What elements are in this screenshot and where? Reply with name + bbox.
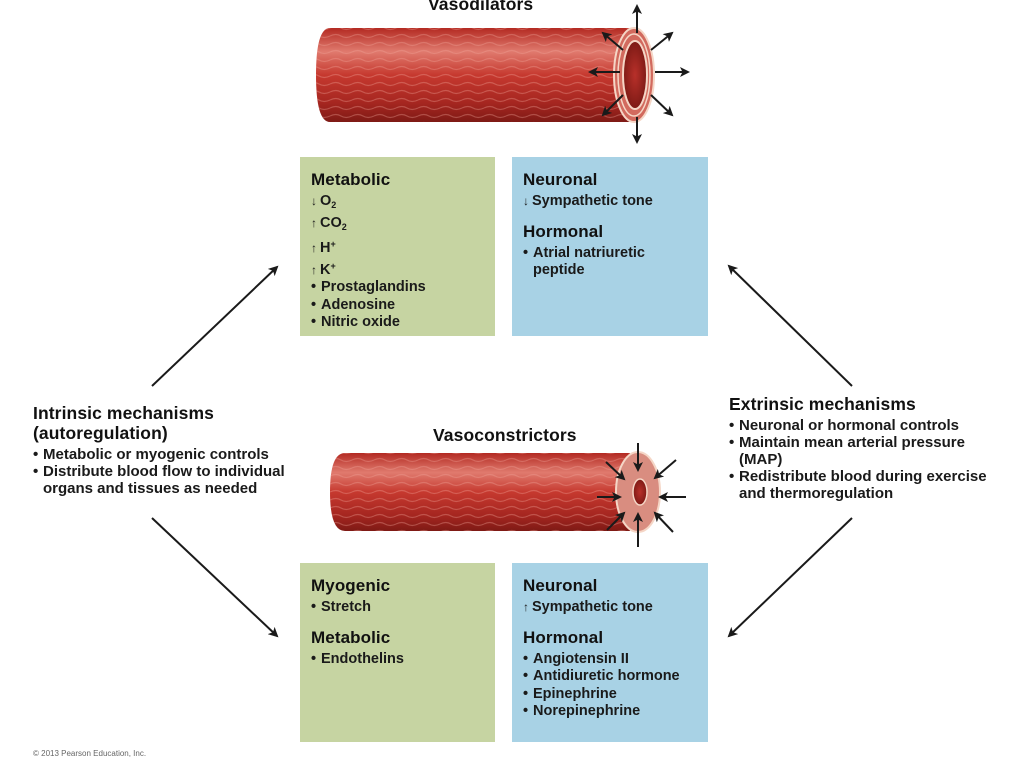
list-item: •Maintain mean arterial pressure	[729, 434, 965, 451]
bullet-icon: •	[33, 463, 39, 480]
constriction-arrows	[597, 443, 686, 547]
list-item: •Epinephrine	[523, 685, 617, 702]
list-item: ↓Sympathetic tone	[523, 193, 653, 209]
increase-arrow-icon: ↑	[311, 241, 317, 255]
list-item: •Metabolic or myogenic controls	[33, 446, 269, 463]
list-item: •Atrial natriuretic	[523, 244, 645, 261]
copyright-credit: © 2013 Pearson Education, Inc.	[33, 749, 147, 758]
bullet-icon: •	[311, 650, 317, 667]
bullet-icon: •	[523, 703, 529, 719]
bullet-icon: •	[33, 446, 39, 463]
increase-arrow-icon: ↑	[523, 600, 529, 614]
bullet-icon: •	[523, 650, 529, 667]
list-item-continuation: organs and tissues as needed	[43, 480, 258, 497]
bullet-icon: •	[311, 279, 317, 295]
vasoconstrictor-myogenic-metabolic-box: Myogenic •Stretch Metabolic •Endothelins	[300, 563, 495, 742]
box-heading: Hormonal	[523, 221, 604, 241]
decrease-arrow-icon: ↓	[523, 194, 529, 208]
list-item: ↓O2	[311, 193, 337, 210]
bullet-icon: •	[729, 417, 735, 434]
intrinsic-subheading: (autoregulation)	[33, 423, 168, 443]
intrinsic-to-vasodilators-arrow	[151, 265, 279, 387]
bullet-icon: •	[523, 668, 529, 684]
list-item: •Norepinephrine	[523, 703, 641, 719]
bullet-icon: •	[311, 296, 317, 313]
list-item-continuation: (MAP)	[739, 451, 783, 468]
increase-arrow-icon: ↑	[311, 262, 317, 277]
vasodilator-metabolic-box: Metabolic ↓O2 ↑CO2 ↑H+ ↑K+ •Prostaglandi…	[300, 157, 495, 336]
bullet-icon: •	[523, 244, 529, 261]
increase-arrow-icon: ↑	[311, 215, 317, 230]
box-heading: Neuronal	[523, 576, 598, 595]
extrinsic-heading: Extrinsic mechanisms	[729, 394, 916, 414]
intrinsic-to-vasoconstrictors-arrow	[151, 517, 279, 638]
list-item: •Stretch	[311, 599, 371, 615]
extrinsic-to-vasoconstrictors-arrow	[727, 517, 853, 638]
list-item: •Prostaglandins	[311, 279, 426, 295]
list-item: •Antidiuretic hormone	[523, 668, 680, 684]
box-heading: Myogenic	[311, 576, 391, 595]
list-item: •Neuronal or hormonal controls	[729, 417, 960, 434]
box-heading: Metabolic	[311, 627, 391, 647]
extrinsic-to-vasodilators-arrow	[727, 264, 853, 387]
vasoconstrictor-neuronal-hormonal-box: Neuronal ↑Sympathetic tone Hormonal •Ang…	[512, 563, 708, 742]
extrinsic-mechanisms-block: Extrinsic mechanisms •Neuronal or hormon…	[729, 394, 987, 502]
bullet-icon: •	[729, 434, 735, 451]
box-heading: Metabolic	[311, 170, 391, 189]
list-item: •Angiotensin II	[523, 650, 629, 667]
decrease-arrow-icon: ↓	[311, 194, 317, 208]
list-item-continuation: peptide	[533, 262, 585, 278]
list-item: ↑Sympathetic tone	[523, 599, 653, 615]
constricted-vessel-illustration	[330, 451, 661, 533]
bullet-icon: •	[311, 314, 317, 330]
dilation-arrows	[588, 4, 690, 144]
intrinsic-mechanisms-block: Intrinsic mechanisms (autoregulation) •M…	[33, 403, 285, 497]
vasodilator-neuronal-hormonal-box: Neuronal ↓Sympathetic tone Hormonal •Atr…	[512, 157, 708, 336]
box-heading: Hormonal	[523, 627, 604, 647]
list-item: •Endothelins	[311, 650, 404, 667]
box-heading: Neuronal	[523, 170, 598, 189]
vasoconstrictors-title: Vasoconstrictors	[433, 425, 577, 445]
list-item: •Distribute blood flow to individual	[33, 463, 285, 480]
list-item: ↑K+	[311, 260, 336, 278]
bullet-icon: •	[311, 599, 317, 615]
vasodilators-title: Vasodilators	[428, 0, 534, 14]
list-item: ↑H+	[311, 239, 336, 256]
list-item-continuation: and thermoregulation	[739, 485, 894, 502]
list-item: •Adenosine	[311, 296, 396, 313]
list-item: •Redistribute blood during exercise	[729, 468, 987, 485]
bullet-icon: •	[523, 685, 529, 702]
list-item: ↑CO2	[311, 214, 347, 232]
list-item: •Nitric oxide	[311, 314, 400, 330]
bullet-icon: •	[729, 468, 735, 485]
intrinsic-heading: Intrinsic mechanisms	[33, 403, 214, 423]
dilated-vessel-illustration	[316, 27, 655, 123]
